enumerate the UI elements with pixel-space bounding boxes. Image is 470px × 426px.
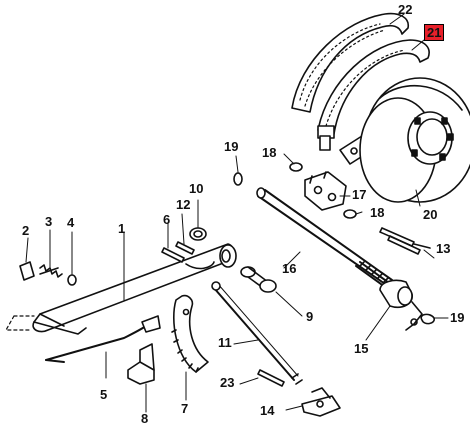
clip-19-right <box>420 313 435 325</box>
callout-18-lower: 18 <box>370 205 385 220</box>
callout-16: 16 <box>282 261 297 276</box>
callout-9: 9 <box>306 309 314 324</box>
callout-15: 15 <box>354 341 369 356</box>
rod-5 <box>45 315 161 363</box>
callout-12: 12 <box>176 197 191 212</box>
spring-3 <box>39 264 63 278</box>
callout-14: 14 <box>260 403 275 418</box>
callout-19-right: 19 <box>450 310 465 325</box>
callout-8: 8 <box>141 411 149 426</box>
brake-drum <box>359 77 470 203</box>
bolt-6 <box>161 247 185 263</box>
pins-13 <box>379 227 431 255</box>
callout-17: 17 <box>352 187 367 202</box>
ratchet-sector <box>171 294 209 373</box>
callout-6: 6 <box>163 212 171 227</box>
bracket-17 <box>304 171 347 211</box>
leader-lines <box>25 13 449 413</box>
brake-band-outer <box>291 12 409 113</box>
callout-1: 1 <box>118 221 126 236</box>
cross-shaft <box>256 187 397 293</box>
bracket-14 <box>301 387 341 417</box>
washer-18-lower <box>343 209 357 219</box>
callout-2: 2 <box>22 223 30 238</box>
callout-22: 22 <box>398 2 413 17</box>
callout-23: 23 <box>220 375 235 390</box>
bolt-23 <box>257 369 285 387</box>
callout-10: 10 <box>189 181 204 196</box>
callout-13: 13 <box>436 241 451 256</box>
sleeve-9 <box>240 266 277 293</box>
callout-3: 3 <box>45 214 53 229</box>
rod-11 <box>211 281 303 385</box>
callout-19-upper: 19 <box>224 139 239 154</box>
callout-20: 20 <box>423 207 438 222</box>
callout-7: 7 <box>181 401 189 416</box>
bolt-12 <box>175 241 195 255</box>
bracket-8 <box>127 343 155 385</box>
washer-18-upper <box>289 162 303 172</box>
nut-4 <box>67 274 77 286</box>
callout-21-highlighted[interactable]: 21 <box>424 24 445 41</box>
ring-19-upper <box>233 172 243 186</box>
lever-15 <box>379 279 423 331</box>
bushing-10 <box>189 227 207 241</box>
brake-band-assembly <box>317 39 430 165</box>
callout-4: 4 <box>67 215 75 230</box>
callout-11: 11 <box>218 335 232 350</box>
callout-5: 5 <box>100 387 108 402</box>
brake-lever-arm <box>5 243 237 335</box>
knob-2 <box>19 261 35 281</box>
callout-18-upper: 18 <box>262 145 277 160</box>
